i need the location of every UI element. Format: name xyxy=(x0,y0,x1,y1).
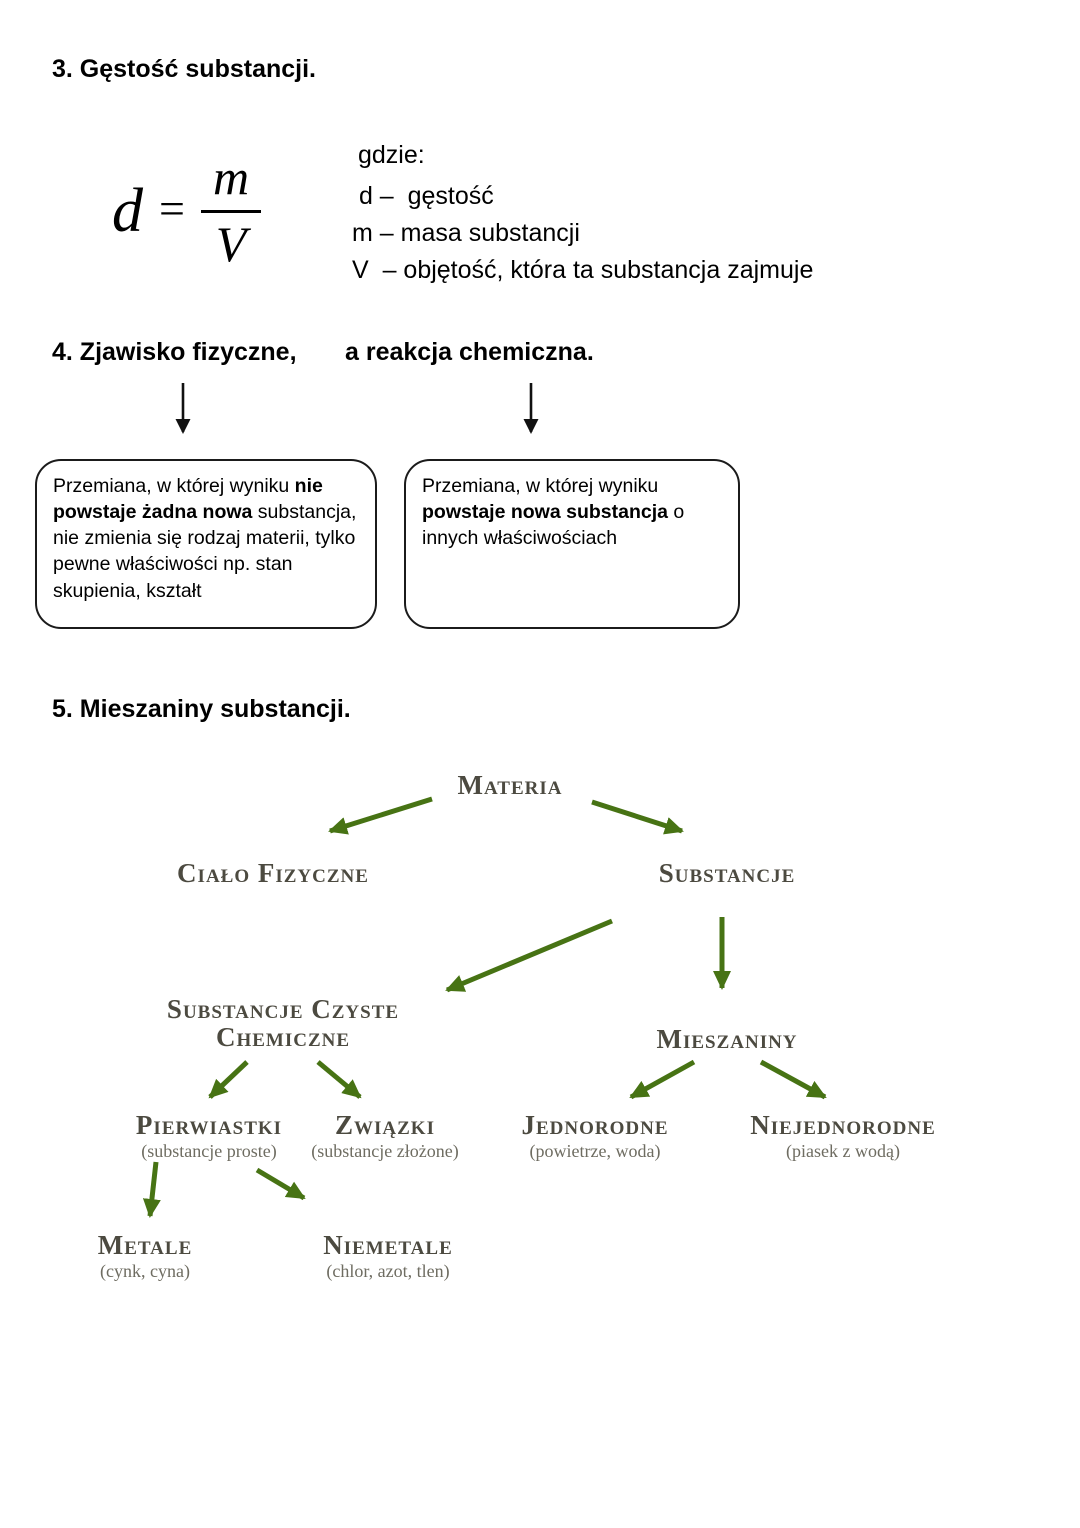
formula-equals-sign: = xyxy=(159,182,185,234)
arrow-mieszaniny-to-niejednorodne xyxy=(759,1059,827,1100)
legend-line-m: m – masa substancji xyxy=(352,219,580,247)
formula-legend: d – gęstość m – masa substancji V – obję… xyxy=(352,178,813,289)
section4-heading-right: a reakcja chemiczna. xyxy=(345,338,594,366)
arrow-substancje-to-czyste xyxy=(445,918,613,993)
arrow-mieszaniny-to-jednorodne xyxy=(629,1059,696,1100)
physical-change-box: Przemiana, w której wyniku nie powstaje … xyxy=(35,459,377,629)
diagram-sub-metale: (cynk, cyna) xyxy=(100,1261,190,1281)
legend-line-v: V – objętość, która ta substancja zajmuj… xyxy=(352,256,814,284)
section3-heading: 3. Gęstość substancji. xyxy=(52,55,316,83)
chemical-reaction-box: Przemiana, w której wyniku powstaje nowa… xyxy=(404,459,740,629)
diagram-sub-zwiazki: (substancje złożone) xyxy=(311,1141,459,1161)
formula-denominator-v: V xyxy=(215,216,247,272)
diagram-sub-jednorodne: (powietrze, woda) xyxy=(529,1141,661,1161)
formula-d: d xyxy=(112,176,143,245)
section4-heading-left: 4. Zjawisko fizyczne, xyxy=(52,338,297,366)
arrow-pierwiastki-to-metale xyxy=(142,1161,161,1218)
diagram-node-cialo-fizyczne: Ciało Fizyczne xyxy=(177,858,369,888)
diagram-sub-pierwiastki: (substancje proste) xyxy=(141,1141,277,1161)
density-formula: d = m V xyxy=(112,152,262,272)
diagram-node-metale: Metale xyxy=(97,1230,193,1260)
diagram-node-jednorodne: Jednorodne xyxy=(521,1110,669,1140)
formula-fraction: m V xyxy=(200,152,262,272)
diagram-node-mieszaniny: Mieszaniny xyxy=(656,1024,798,1054)
arrow-materia-to-substancje xyxy=(591,799,684,835)
arrow-czyste-to-zwiazki xyxy=(316,1060,362,1099)
arrow-materia-to-cialo xyxy=(328,796,433,835)
arrow-pierwiastki-to-niemetale xyxy=(255,1167,306,1201)
diagram-sub-niemetale: (chlor, azot, tlen) xyxy=(326,1261,450,1281)
section5-heading: 5. Mieszaniny substancji. xyxy=(52,695,351,723)
formula-numerator-m: m xyxy=(200,152,262,213)
diagram-sub-niejednorodne: (piasek z wodą) xyxy=(786,1141,900,1161)
diagram-node-pierwiastki: Pierwiastki xyxy=(135,1110,283,1140)
diagram-node-zwiazki: Związki xyxy=(335,1110,435,1140)
diagram-node-substancje-czyste: Substancje Czyste xyxy=(166,994,400,1024)
formula-where-label: gdzie: xyxy=(358,141,425,169)
diagram-node-substancje: Substancje xyxy=(658,858,796,888)
diagram-node-niemetale: Niemetale xyxy=(323,1230,453,1260)
diagram-node-chemiczne: Chemiczne xyxy=(215,1022,351,1052)
arrow-czyste-to-pierwiastki xyxy=(208,1060,249,1099)
legend-line-d: d – gęstość xyxy=(352,182,494,210)
diagram-node-materia: Materia xyxy=(457,770,563,800)
diagram-node-niejednorodne: Niejednorodne xyxy=(750,1110,936,1140)
